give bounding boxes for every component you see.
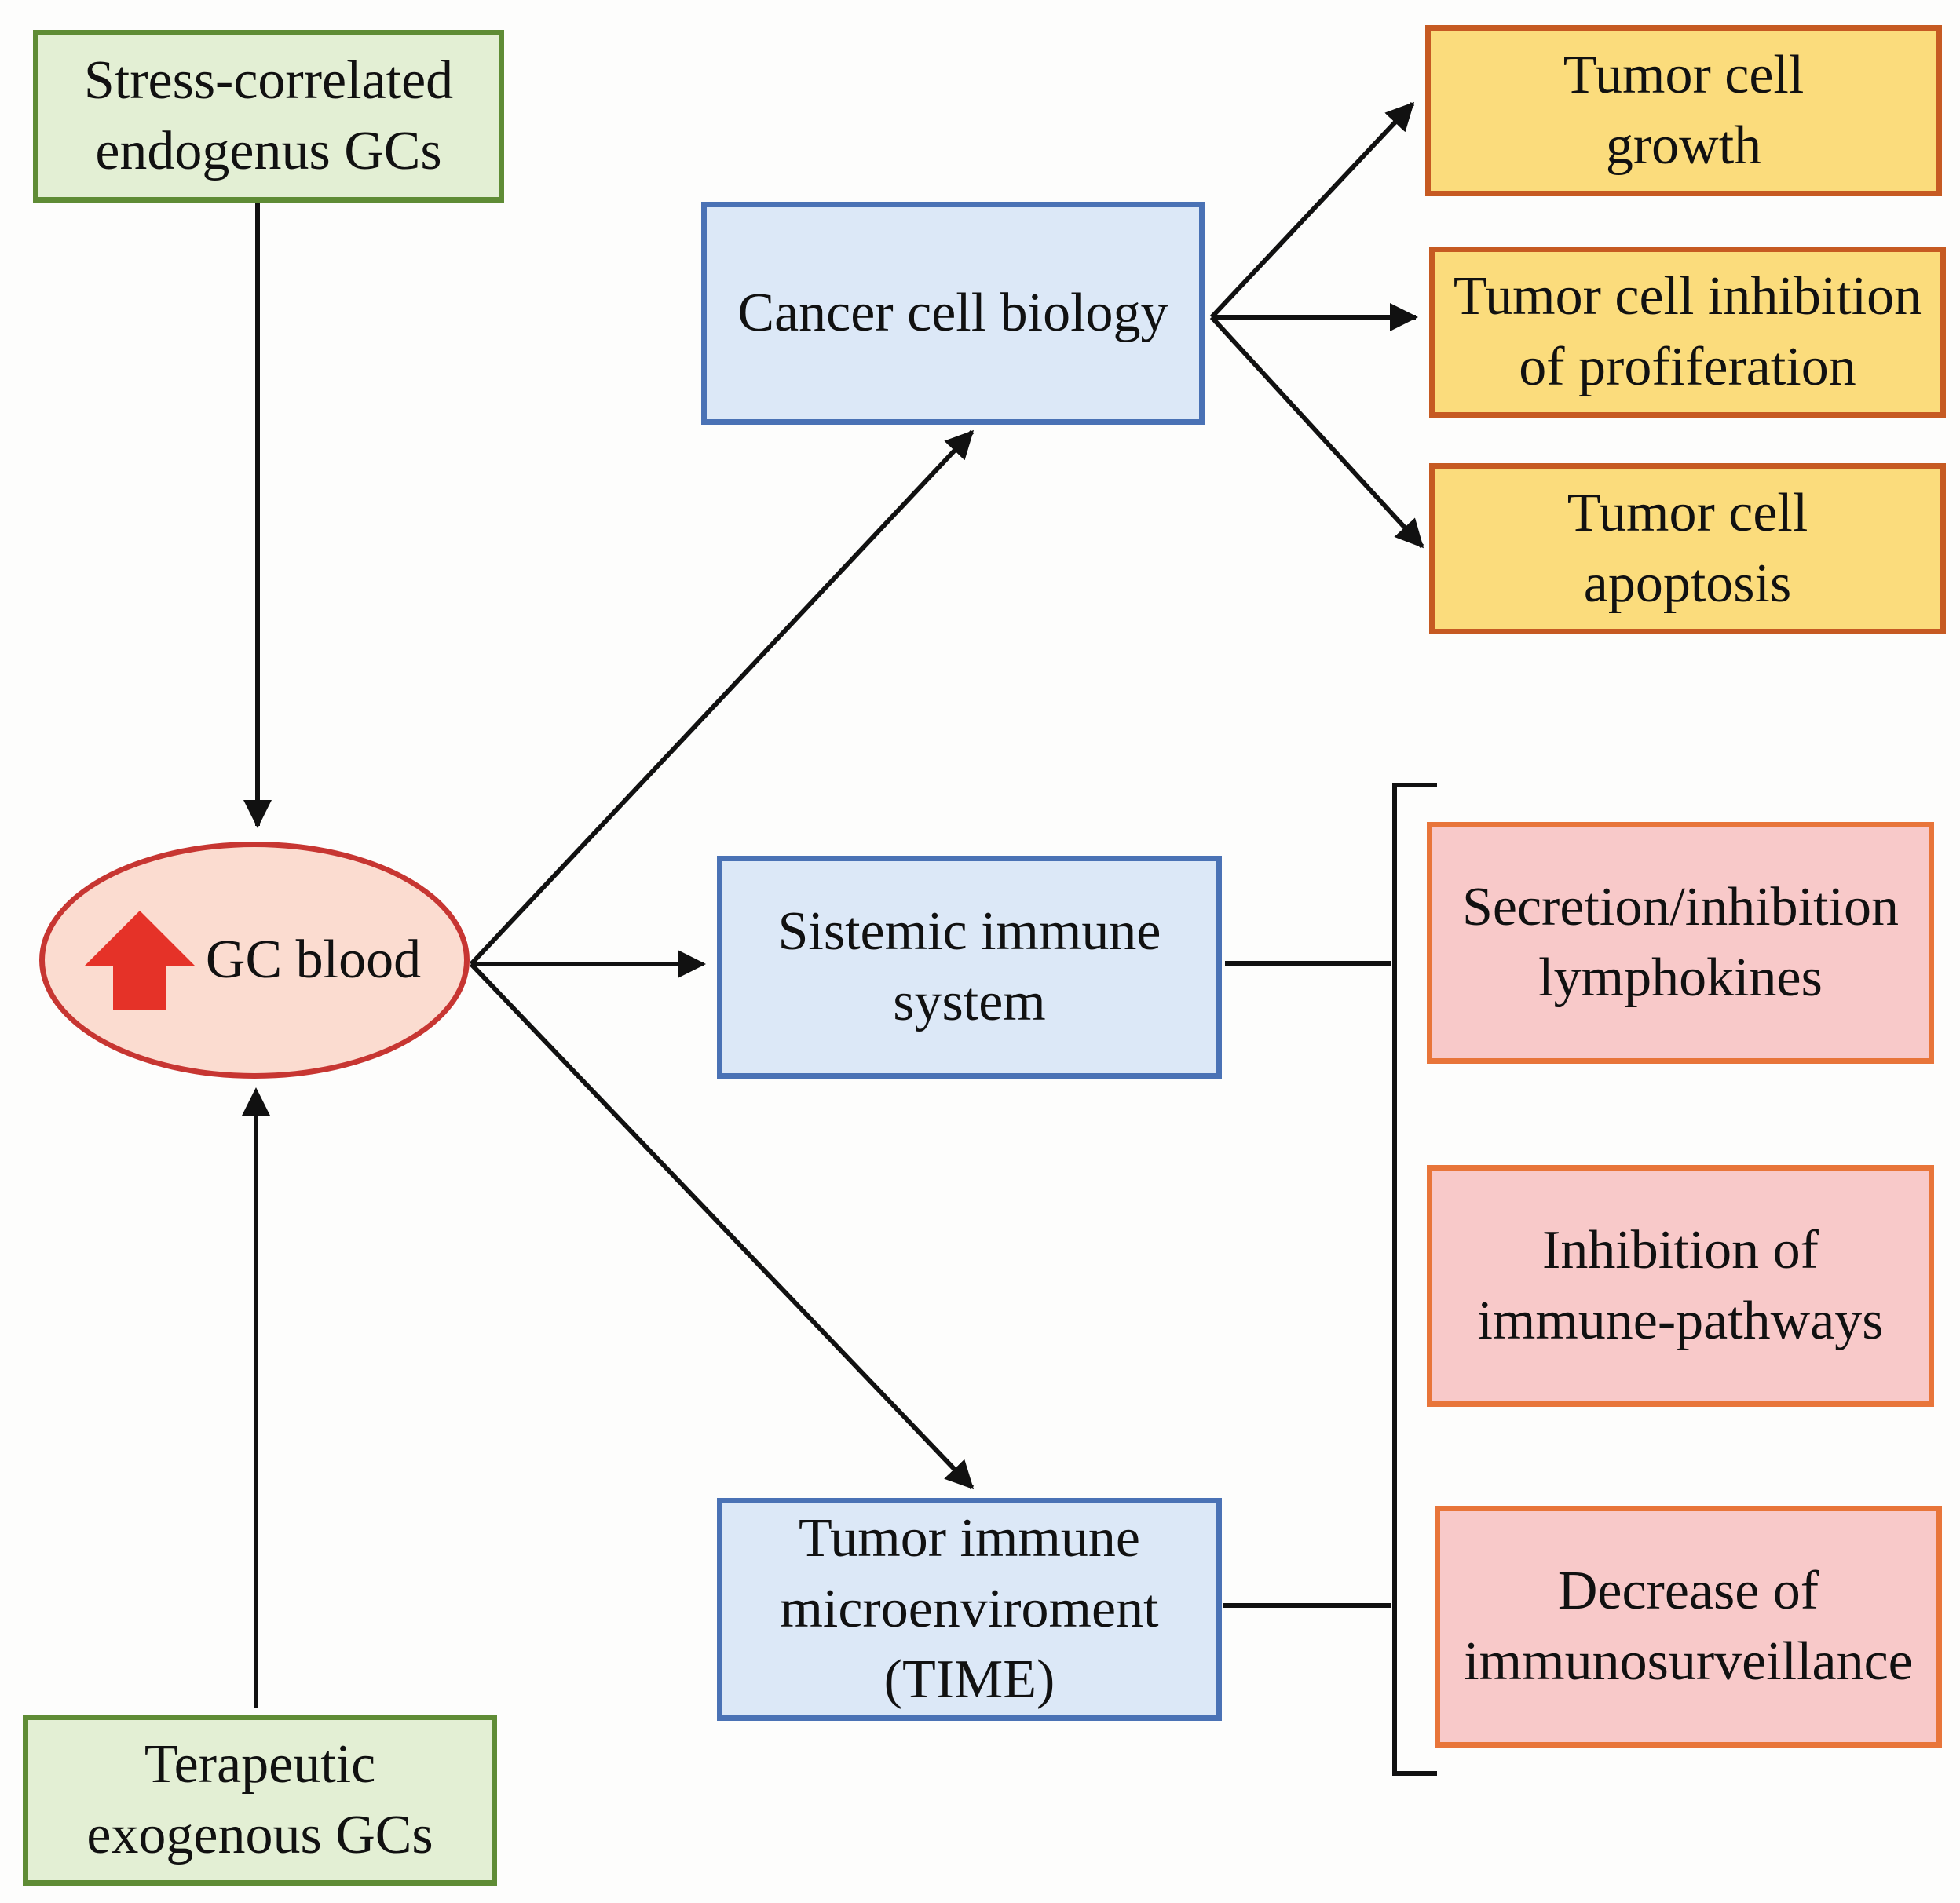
stress-endogenous-gcs-box: Stress-correlated endogenus GCs bbox=[33, 30, 504, 203]
apoptosis-line-1: Tumor cell bbox=[1567, 483, 1808, 543]
sistemic-line-1: Sistemic immune bbox=[777, 901, 1161, 962]
proliferation-line-2: of profiferation bbox=[1519, 337, 1856, 397]
gc-blood-node: GC blood bbox=[39, 842, 470, 1079]
tumor-cell-inhibition-box: Tumor cell inhibition of profiferation bbox=[1429, 247, 1946, 418]
immunosurveillance-line-1: Decrease of bbox=[1557, 1561, 1819, 1621]
stress-line-1: Stress-correlated bbox=[83, 50, 454, 111]
lymphokines-line-2: lymphokines bbox=[1538, 948, 1823, 1008]
cancer-biology-line-1: Cancer cell biology bbox=[737, 283, 1168, 343]
pathways-line-2: immune-pathways bbox=[1477, 1291, 1884, 1351]
gc-blood-label: GC blood bbox=[205, 930, 422, 990]
time-line-2: microenviroment bbox=[780, 1579, 1159, 1639]
therapeutic-line-2: exogenous GCs bbox=[86, 1805, 433, 1865]
lymphokines-box: Secretion/inhibition lymphokines bbox=[1427, 822, 1934, 1064]
sistemic-immune-system-box: Sistemic immune system bbox=[717, 856, 1222, 1079]
therapeutic-exogenous-gcs-box: Terapeutic exogenous GCs bbox=[23, 1715, 497, 1886]
arrow-gc-blood-to-time bbox=[469, 962, 975, 1490]
cancer-cell-biology-box: Cancer cell biology bbox=[701, 202, 1205, 425]
sistemic-line-2: system bbox=[893, 972, 1046, 1032]
stress-line-2: endogenus GCs bbox=[95, 121, 442, 181]
arrow-gc-blood-to-cancer-biology bbox=[469, 429, 975, 966]
tumor-cell-apoptosis-box: Tumor cell apoptosis bbox=[1429, 463, 1946, 634]
growth-line-2: growth bbox=[1605, 115, 1762, 176]
immune-pathways-box: Inhibition of immune-pathways bbox=[1427, 1165, 1934, 1407]
time-line-3: (TIME) bbox=[883, 1649, 1055, 1710]
bracket bbox=[1392, 783, 1437, 1776]
immunosurveillance-line-2: immunosurveillance bbox=[1464, 1631, 1913, 1692]
therapeutic-line-1: Terapeutic bbox=[144, 1734, 376, 1795]
tumor-cell-growth-box: Tumor cell growth bbox=[1425, 25, 1942, 196]
time-line-1: Tumor immune bbox=[799, 1508, 1140, 1569]
arrow-cancer-to-apoptosis bbox=[1209, 315, 1424, 549]
growth-line-1: Tumor cell bbox=[1563, 45, 1805, 105]
pathways-line-1: Inhibition of bbox=[1542, 1220, 1819, 1280]
immunosurveillance-box: Decrease of immunosurveillance bbox=[1435, 1506, 1942, 1748]
up-arrow-icon bbox=[84, 911, 195, 1010]
lymphokines-line-1: Secretion/inhibition bbox=[1461, 877, 1900, 937]
proliferation-line-1: Tumor cell inhibition bbox=[1453, 266, 1922, 327]
arrow-cancer-to-growth bbox=[1209, 101, 1415, 320]
tumor-immune-microenvironment-box: Tumor immune microenviroment (TIME) bbox=[717, 1498, 1222, 1721]
apoptosis-line-2: apoptosis bbox=[1583, 553, 1792, 614]
